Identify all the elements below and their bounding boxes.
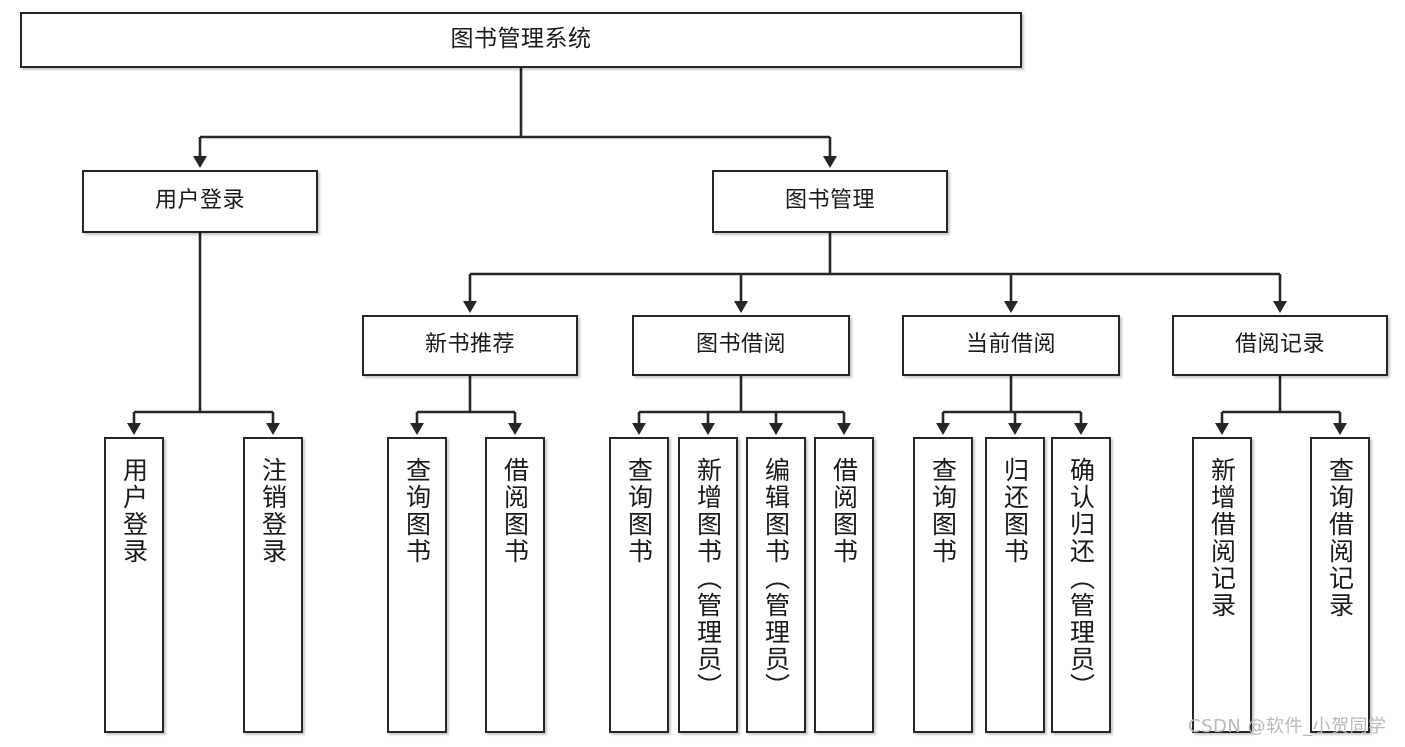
watermark-text: CSDN @软件_小贺同学 — [1188, 716, 1387, 737]
node-leaf-borrow-book-1-label: 借阅图书 — [500, 457, 530, 565]
node-borrow-record-label: 借阅记录 — [1234, 332, 1325, 358]
node-book-borrow[interactable]: 图书借阅 — [632, 315, 850, 376]
node-root[interactable]: 图书管理系统 — [20, 12, 1022, 68]
node-user-login[interactable]: 用户登录 — [82, 170, 318, 233]
node-leaf-add-book-label: 新增图书（管理员） — [693, 457, 723, 700]
node-book-manage[interactable]: 图书管理 — [712, 170, 948, 233]
node-current-borrow-label: 当前借阅 — [965, 332, 1056, 358]
node-leaf-user-login[interactable]: 用户登录 — [104, 437, 164, 733]
node-leaf-borrow-book-2-label: 借阅图书 — [829, 457, 859, 565]
node-leaf-query-record-label: 查询借阅记录 — [1325, 457, 1355, 619]
node-leaf-query-book-3-label: 查询图书 — [928, 457, 958, 565]
node-leaf-query-book-3[interactable]: 查询图书 — [913, 437, 973, 733]
node-leaf-return-book-label: 归还图书 — [1000, 457, 1030, 565]
node-leaf-add-record-label: 新增借阅记录 — [1207, 457, 1237, 619]
node-leaf-return-book[interactable]: 归还图书 — [985, 437, 1045, 733]
node-leaf-user-logout[interactable]: 注销登录 — [243, 437, 303, 733]
node-current-borrow[interactable]: 当前借阅 — [902, 315, 1120, 376]
node-leaf-query-book-1[interactable]: 查询图书 — [387, 437, 447, 733]
node-leaf-add-record[interactable]: 新增借阅记录 — [1192, 437, 1252, 733]
node-leaf-confirm-return[interactable]: 确认归还（管理员） — [1051, 437, 1111, 733]
node-user-login-label: 用户登录 — [154, 188, 245, 214]
node-leaf-query-book-2[interactable]: 查询图书 — [609, 437, 669, 733]
node-root-label: 图书管理系统 — [450, 26, 592, 53]
node-leaf-edit-book[interactable]: 编辑图书（管理员） — [746, 437, 806, 733]
node-book-manage-label: 图书管理 — [784, 188, 875, 214]
node-leaf-query-book-1-label: 查询图书 — [402, 457, 432, 565]
node-leaf-edit-book-label: 编辑图书（管理员） — [761, 457, 791, 700]
node-leaf-user-login-label: 用户登录 — [119, 457, 149, 565]
node-leaf-user-logout-label: 注销登录 — [258, 457, 288, 565]
node-book-borrow-label: 图书借阅 — [695, 332, 786, 358]
node-new-book-rec[interactable]: 新书推荐 — [362, 315, 578, 376]
node-leaf-confirm-return-label: 确认归还（管理员） — [1066, 457, 1096, 700]
node-leaf-add-book[interactable]: 新增图书（管理员） — [678, 437, 738, 733]
node-leaf-query-record[interactable]: 查询借阅记录 — [1310, 437, 1370, 733]
node-leaf-borrow-book-2[interactable]: 借阅图书 — [814, 437, 874, 733]
node-borrow-record[interactable]: 借阅记录 — [1172, 315, 1388, 376]
node-leaf-query-book-2-label: 查询图书 — [624, 457, 654, 565]
node-new-book-rec-label: 新书推荐 — [424, 332, 515, 358]
node-leaf-borrow-book-1[interactable]: 借阅图书 — [485, 437, 545, 733]
